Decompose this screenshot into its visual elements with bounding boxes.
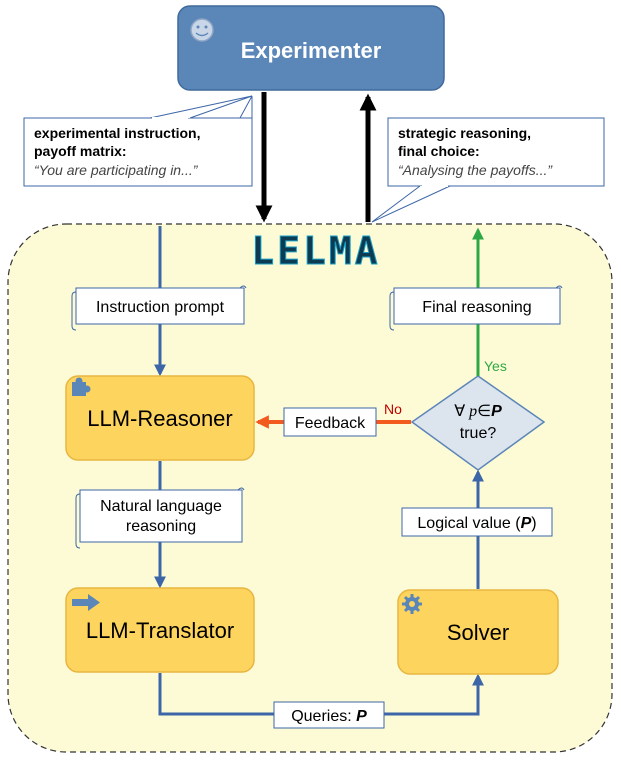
decision-in: ∈ — [477, 403, 491, 420]
natural-language-line1: Natural language — [100, 498, 222, 515]
llm-translator-label: LLM-Translator — [86, 618, 234, 643]
instruction-prompt-label: Instruction prompt — [96, 299, 225, 316]
logical-value-symbol: P — [521, 515, 532, 532]
puzzle-piece-icon — [72, 377, 91, 396]
llm-reasoner-box: LLM-Reasoner — [65, 375, 255, 461]
queries-label-box: Queries: P — [273, 701, 385, 729]
queries-prefix: Queries: — [291, 708, 356, 725]
feedback-label: Feedback — [295, 415, 366, 432]
logical-value-label: Logical value (P) — [417, 515, 536, 532]
experimenter-label: Experimenter — [241, 38, 382, 63]
queries-label: Queries: P — [291, 708, 367, 725]
callout-right-line1: strategic reasoning, — [398, 125, 531, 141]
scroll-icon — [75, 487, 245, 549]
callout-left-line1: experimental instruction, — [34, 125, 200, 141]
callout-right-quote: “Analysing the payoffs...” — [398, 162, 553, 178]
llm-translator-box: LLM-Translator — [65, 587, 255, 673]
decision-prefix: ∀ — [454, 403, 469, 420]
feedback-label-box: Feedback — [283, 407, 377, 437]
natural-language-line2: reasoning — [126, 518, 196, 535]
scroll-icon — [389, 285, 563, 331]
yes-label: Yes — [484, 358, 507, 374]
final-reasoning-note: Final reasoning — [389, 285, 563, 331]
logical-value-prefix: Logical value ( — [417, 515, 521, 532]
smiley-face-icon — [190, 18, 214, 42]
decision-diamond: ∀ p∈P true? — [410, 375, 546, 471]
decision-var: p — [468, 403, 477, 420]
response-callout: strategic reasoning, final choice: “Anal… — [371, 117, 605, 223]
solver-box: Solver — [397, 589, 559, 675]
arrow-right-icon — [72, 594, 100, 611]
final-reasoning-label: Final reasoning — [422, 299, 531, 316]
logical-value-label-box: Logical value (P) — [401, 507, 553, 537]
logical-value-suffix: ) — [531, 515, 536, 532]
decision-symbol: P — [491, 403, 502, 420]
instruction-prompt-note: Instruction prompt — [71, 285, 247, 331]
llm-reasoner-label: LLM-Reasoner — [87, 406, 233, 431]
callout-left-line2: payoff matrix: — [34, 143, 127, 159]
natural-language-note: Natural language reasoning — [75, 487, 245, 549]
lelma-logo: LELMA — [251, 229, 380, 274]
experimenter-box: Experimenter — [177, 5, 445, 91]
lelma-logo-text: LELMA — [251, 229, 380, 273]
instruction-callout: experimental instruction, payoff matrix:… — [23, 95, 253, 187]
no-label: No — [384, 401, 402, 417]
scroll-icon — [71, 285, 247, 331]
queries-symbol: P — [356, 708, 367, 725]
gear-icon — [402, 594, 422, 614]
callout-left-quote: “You are participating in...” — [34, 162, 199, 178]
decision-condition: ∀ p∈P — [454, 403, 502, 420]
solver-label: Solver — [447, 620, 509, 645]
callout-right-line2: final choice: — [398, 143, 480, 159]
decision-line2: true? — [460, 425, 497, 442]
